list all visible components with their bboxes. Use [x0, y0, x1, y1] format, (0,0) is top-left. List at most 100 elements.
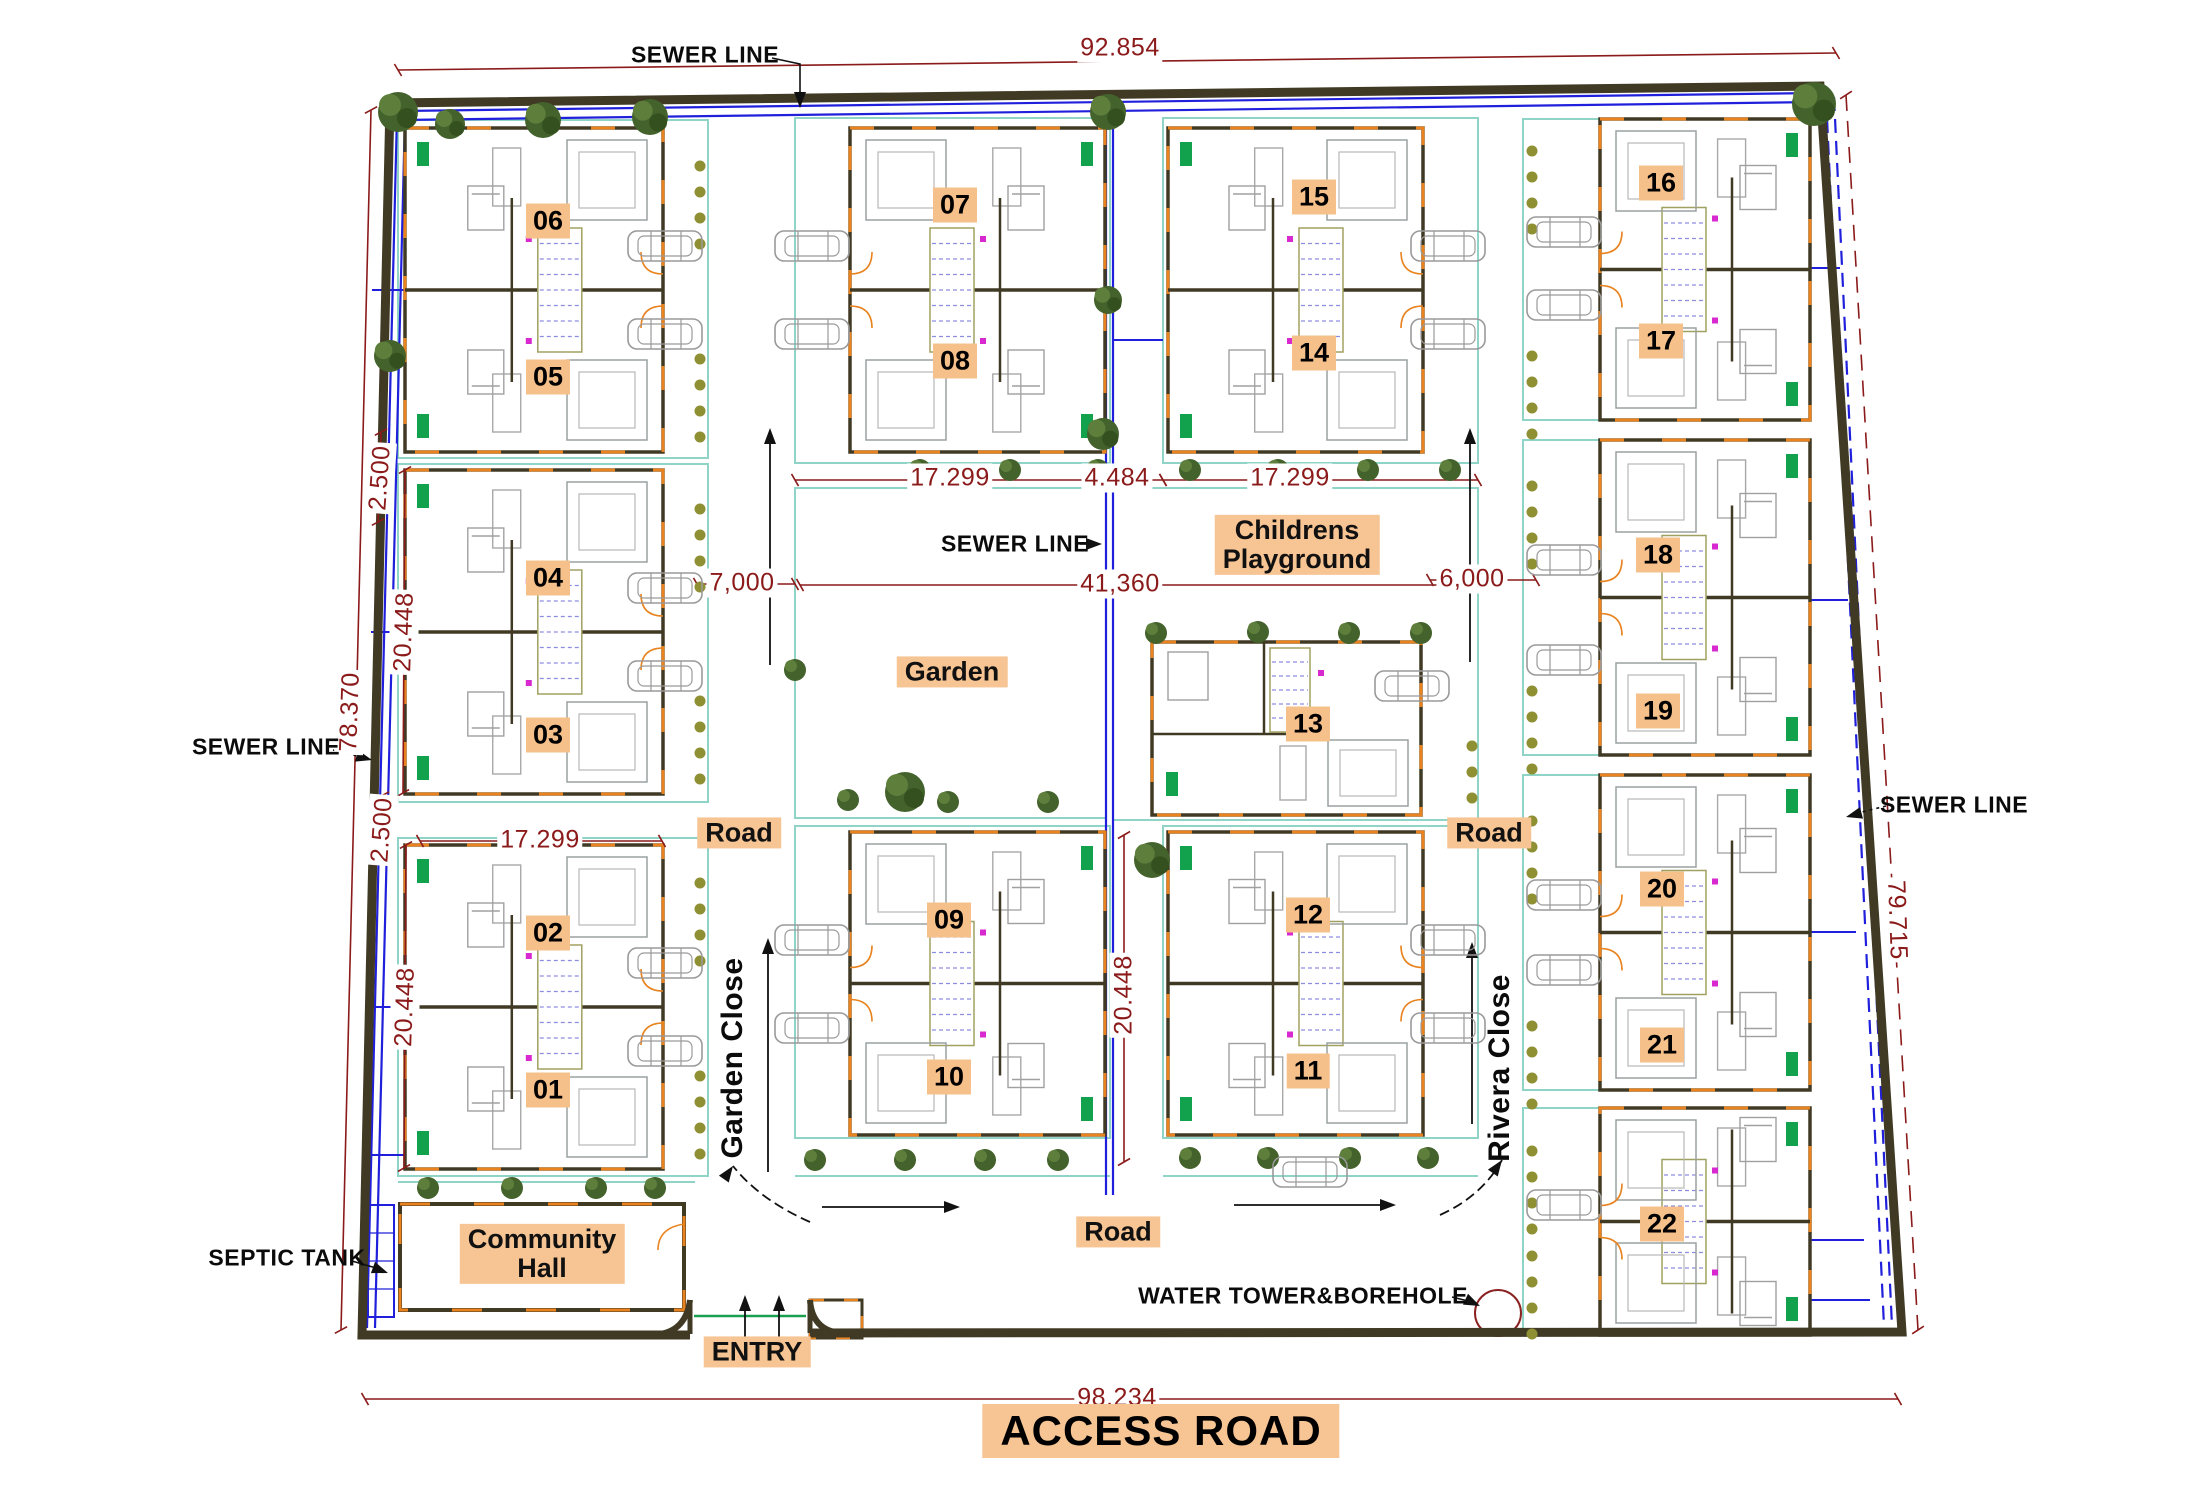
shrub — [694, 555, 706, 567]
dim-left-gap-a-tick — [371, 517, 385, 527]
tree — [1793, 84, 1818, 109]
bed — [1739, 164, 1777, 211]
car — [774, 318, 850, 350]
kitchen-unit — [1786, 789, 1798, 813]
tree — [1107, 108, 1126, 127]
tree — [389, 352, 406, 369]
door-swing — [1599, 894, 1623, 918]
toilet-fixture — [525, 1055, 532, 1061]
kitchen-unit — [1786, 717, 1798, 741]
shrub — [694, 379, 706, 391]
toilet-fixture — [980, 1031, 986, 1038]
sewer-line — [373, 114, 407, 1329]
dim-mid-plot-width-a-tick — [790, 473, 800, 487]
shrub — [1526, 1197, 1538, 1209]
car — [1526, 544, 1602, 576]
street-tree — [975, 1150, 987, 1162]
curved-arrow-head — [1487, 1160, 1502, 1177]
dining-table — [992, 851, 1022, 911]
stair-core — [537, 944, 583, 1070]
road-arrow-head — [1464, 428, 1476, 444]
street-tree — [418, 1178, 430, 1190]
car-body — [637, 323, 693, 345]
kitchen-unit — [417, 859, 429, 883]
bed — [467, 527, 505, 573]
toilet-fixture — [525, 578, 532, 584]
shrub — [694, 160, 706, 172]
shrub — [694, 431, 706, 443]
car — [1374, 670, 1450, 702]
street-tree — [1340, 1148, 1352, 1160]
car — [1526, 644, 1602, 676]
bed — [1228, 1042, 1266, 1089]
dining-table — [492, 1090, 522, 1150]
car — [1526, 954, 1602, 986]
car-body — [1420, 323, 1476, 345]
street-tree — [1146, 623, 1158, 635]
toilet-fixture — [1712, 317, 1718, 324]
kitchen-unit — [1180, 142, 1192, 166]
tree — [1087, 419, 1106, 438]
sofa — [877, 855, 935, 913]
dim-left-block-b-tick — [397, 1163, 411, 1173]
shrub — [1526, 428, 1538, 440]
sewer-line — [365, 114, 399, 1329]
shrub — [1526, 1145, 1538, 1157]
tree — [1107, 297, 1122, 312]
street-tree — [1180, 460, 1192, 472]
sofa — [877, 371, 935, 429]
sofa — [1627, 1131, 1685, 1189]
shrub — [1526, 1250, 1538, 1262]
shrub — [694, 1070, 706, 1082]
car-body — [1420, 235, 1476, 257]
street-tree — [938, 792, 950, 804]
bed — [467, 185, 505, 231]
street-tree — [1411, 623, 1423, 635]
door-swing — [1599, 1183, 1623, 1207]
shrub — [1526, 1171, 1538, 1183]
living-room — [1615, 662, 1697, 744]
shrub — [1526, 197, 1538, 209]
door-swing — [1400, 251, 1424, 275]
street-tree — [1358, 460, 1370, 472]
shrub — [1526, 893, 1538, 905]
kitchen-unit — [1081, 846, 1093, 870]
shrub — [1526, 376, 1538, 388]
living-room — [1326, 359, 1408, 441]
dining-table — [492, 147, 522, 207]
door-swing — [1400, 945, 1424, 969]
living-room — [1615, 997, 1697, 1079]
car — [774, 1012, 850, 1044]
house-wall-openings — [1598, 438, 1812, 757]
door-swing — [849, 305, 873, 329]
plot-boundary — [1162, 825, 1479, 1139]
street-tree — [502, 1178, 514, 1190]
toilet-fixture — [1287, 1031, 1293, 1038]
toilet-fixture — [1318, 670, 1324, 676]
living-room — [566, 481, 648, 563]
road-arrow-head — [1466, 942, 1478, 958]
kitchen-unit — [1081, 1097, 1093, 1121]
kitchen-unit — [417, 484, 429, 508]
street-tree — [805, 1150, 817, 1162]
tree — [542, 116, 561, 135]
door-swing — [1599, 947, 1623, 971]
bed — [1739, 656, 1777, 703]
sofa — [1627, 798, 1685, 856]
car-body — [1536, 959, 1592, 981]
shrub — [694, 721, 706, 733]
shrub — [1526, 145, 1538, 157]
bed — [1007, 1042, 1045, 1089]
living-room — [1615, 1242, 1697, 1324]
car — [627, 572, 703, 604]
dining-table — [1253, 147, 1284, 207]
dining-table — [992, 1056, 1022, 1116]
toilet-fixture — [1287, 338, 1293, 344]
car-body — [637, 952, 693, 974]
tree — [525, 103, 546, 124]
sofa — [877, 151, 935, 209]
dim-mid-block-height-tick — [1117, 1157, 1131, 1167]
bed — [1739, 328, 1777, 375]
car-body — [637, 665, 693, 687]
